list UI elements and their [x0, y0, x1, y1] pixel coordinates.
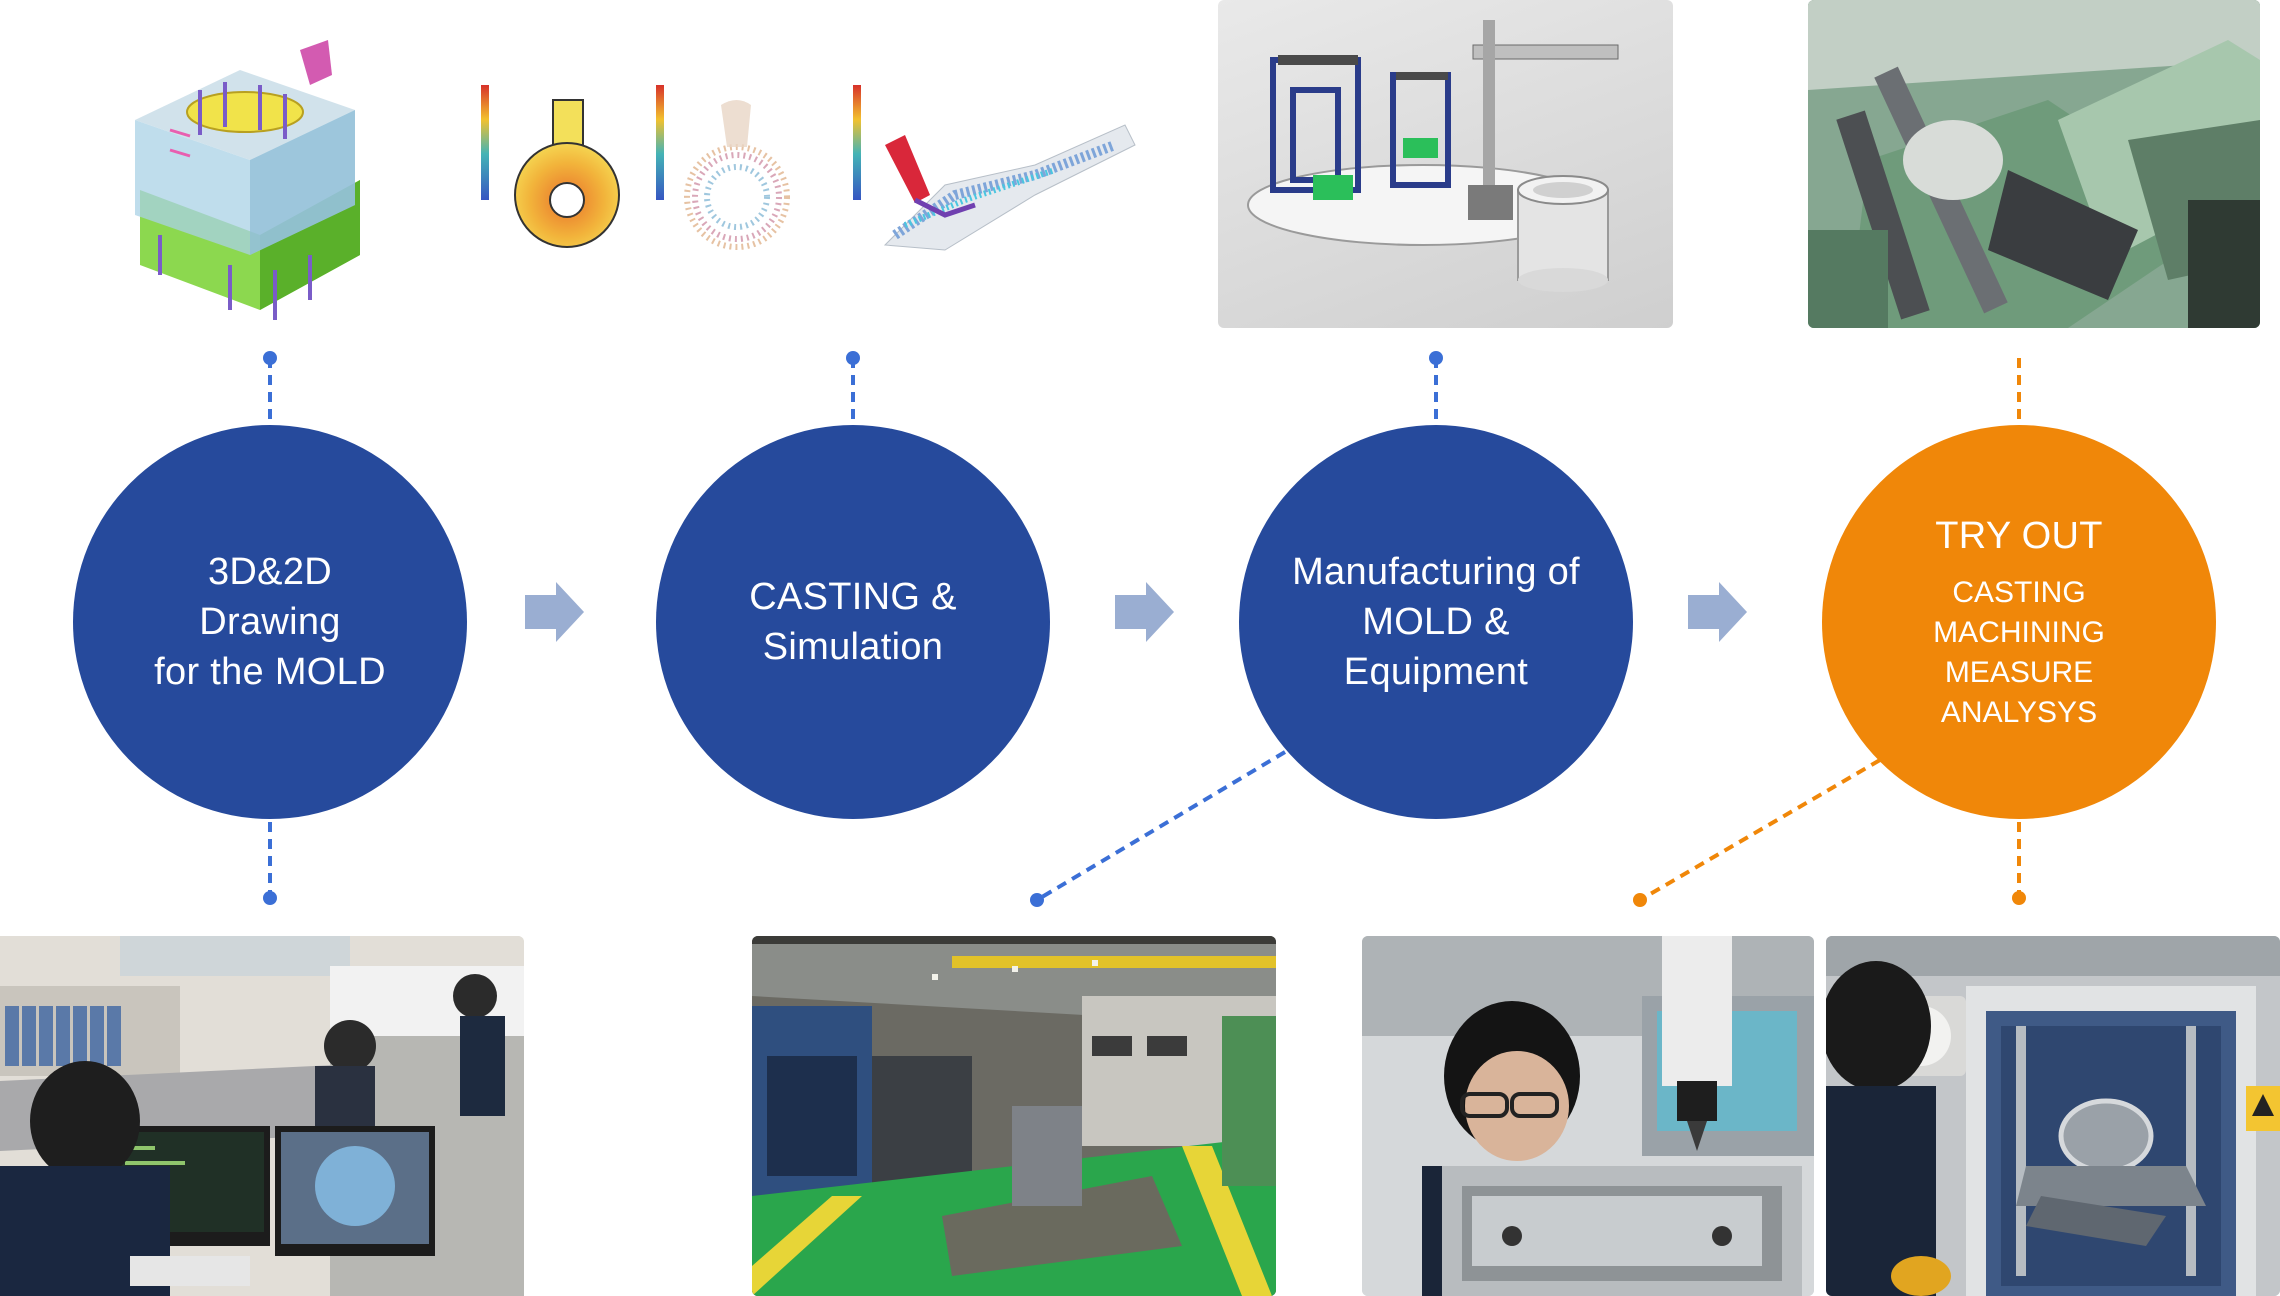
tryout-casting-machine-photo: [1808, 0, 2260, 328]
arrow-right-icon: [1688, 582, 1747, 642]
tryout-item: ANALYSYS: [1940, 696, 2098, 729]
connector-step4-diagonal: [1638, 758, 1882, 902]
step-title: CASTING & Simulation: [749, 576, 957, 668]
connector-dot: [1633, 893, 1647, 907]
connector-dot: [263, 351, 277, 365]
step-casting-simulation: CASTING & Simulation: [656, 425, 1050, 819]
casting-simulation-image: [475, 75, 1145, 285]
xray-analysis-photo: [1826, 936, 2280, 1296]
mold-3d-model-image: [100, 30, 380, 330]
arrow-right-icon: [525, 582, 584, 642]
step-try-out: TRY OUT CASTING MACHINING MEASURE ANALYS…: [1822, 425, 2216, 819]
equipment-cad-image: [1218, 0, 1673, 328]
connector-dot: [1429, 351, 1443, 365]
tryout-item: CASTING: [1952, 576, 2086, 609]
tryout-item: MACHINING: [1933, 616, 2105, 649]
step-title: TRY OUT: [1935, 515, 2103, 557]
cmm-measurement-photo: [1362, 936, 1814, 1296]
tryout-list: CASTING MACHINING MEASURE ANALYSYS: [1933, 573, 2105, 733]
tryout-item: MEASURE: [1944, 656, 2094, 689]
connector-dot: [846, 351, 860, 365]
design-office-photo: [0, 936, 524, 1296]
step-drawing: 3D&2D Drawing for the MOLD: [73, 425, 467, 819]
step-title: 3D&2D Drawing for the MOLD: [154, 551, 386, 693]
connector-dot: [2012, 891, 2026, 905]
factory-floor-photo: [752, 936, 1276, 1296]
step-title: Manufacturing of MOLD & Equipment: [1292, 551, 1580, 693]
step-manufacturing: Manufacturing of MOLD & Equipment: [1239, 425, 1633, 819]
connector-step3-bottom: [1035, 750, 1287, 902]
connector-dot: [1030, 893, 1044, 907]
arrow-right-icon: [1115, 582, 1174, 642]
connector-dot: [263, 891, 277, 905]
